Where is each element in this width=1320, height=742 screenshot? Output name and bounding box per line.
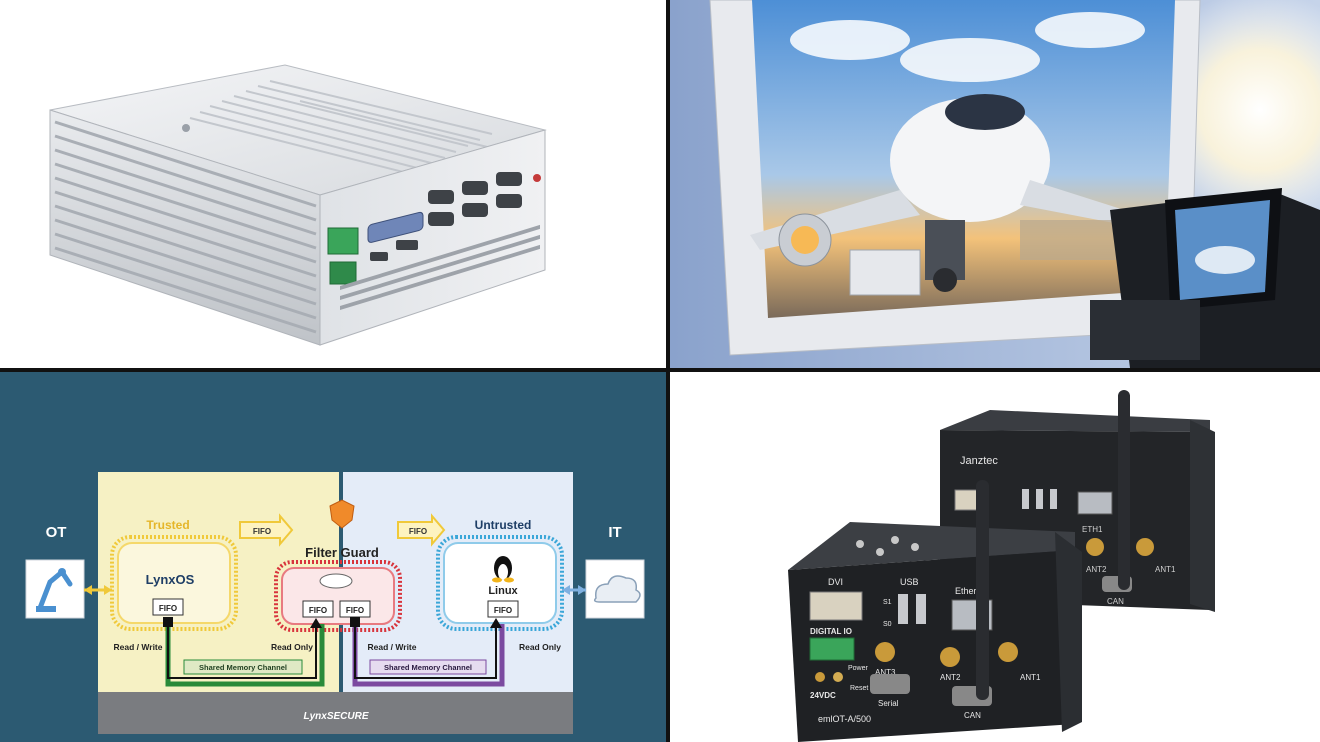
svg-text:S1: S1 [883,599,892,606]
svg-text:DVI: DVI [828,577,843,587]
airplane-icon [750,94,1140,292]
untrusted-label: Untrusted [475,518,532,532]
fifo-arrow-left: FIFO [239,513,294,547]
read-write-left: Read / Write [114,642,163,652]
svg-text:CAN: CAN [1107,597,1124,606]
display-illustration [670,0,1320,368]
fifo-filter-left [302,600,334,618]
fifo-lynxos [152,598,184,616]
svg-text:CAN: CAN [964,711,981,720]
fifo-arrow-right: FIFO [397,513,446,547]
lynxsecure-logo: LynxSECURE [303,711,368,722]
svg-text:FIFO: FIFO [409,527,427,536]
iot-gateway-illustration: Janztec ETH1 ANT2 ANT1 CAN [788,390,1215,742]
filter-guard-box [274,560,402,632]
read-only-left: Read Only [271,642,313,652]
fifo-lynxos-label: FIFO [159,604,177,613]
panel-fanless-pc [0,0,666,368]
fifo-linux [487,600,519,618]
svg-text:Serial: Serial [878,699,899,708]
filter-guard-label: Filter Guard [305,545,379,560]
fifo-filter-right-label: FIFO [346,606,364,615]
svg-text:FIFO: FIFO [253,527,271,536]
read-only-right: Read Only [519,642,561,652]
svg-text:Reset: Reset [850,685,868,692]
svg-text:24VDC: 24VDC [810,691,836,700]
svg-text:S0: S0 [883,621,892,628]
svg-text:ANT1: ANT1 [1020,673,1041,682]
panel-display [670,0,1320,368]
svg-text:ANT1: ANT1 [1155,565,1176,574]
fifo-linux-label: FIFO [494,606,512,615]
tux-penguin-icon [492,556,514,583]
back-brand: Janztec [960,455,998,467]
lynxos-box [110,535,238,631]
fanless-pc-illustration [49,64,547,346]
linux-label: Linux [488,585,518,597]
svg-text:Ether: Ether [955,586,977,596]
antenna-back [1118,390,1130,590]
read-write-right: Read / Write [368,642,417,652]
svg-text:USB: USB [900,577,919,587]
svg-text:ANT2: ANT2 [940,673,961,682]
front-gateway: DVI USB S1 S0 Ether DIGITAL IO ANT3 ANT2… [788,480,1082,742]
robot-arm-icon [25,559,85,619]
cloud-icon [585,559,645,619]
shield-icon [329,499,355,529]
svg-text:ETH1: ETH1 [1082,525,1103,534]
svg-text:ANT2: ANT2 [1086,565,1107,574]
fifo-filter-left-label: FIFO [309,606,327,615]
svg-text:ANT3: ANT3 [875,668,896,677]
shared-memory-left: Shared Memory Channel [199,663,287,672]
ot-label: OT [46,524,67,541]
svg-text:Power: Power [848,665,869,672]
front-brand: emlOT-A/500 [818,714,871,724]
trusted-label: Trusted [146,518,189,532]
footer-bar [98,692,573,734]
lynxsecure-diagram: OT IT Trusted Untrusted [25,472,645,734]
antenna-front [976,480,989,700]
panel-lynxsecure-diagram: OT IT Trusted Untrusted [0,372,666,742]
svg-text:DIGITAL IO: DIGITAL IO [810,627,852,636]
it-label: IT [608,524,621,541]
panel-iot-gateways: Janztec ETH1 ANT2 ANT1 CAN [670,372,1320,742]
shared-memory-right: Shared Memory Channel [384,663,472,672]
lynxos-label: LynxOS [146,572,195,587]
